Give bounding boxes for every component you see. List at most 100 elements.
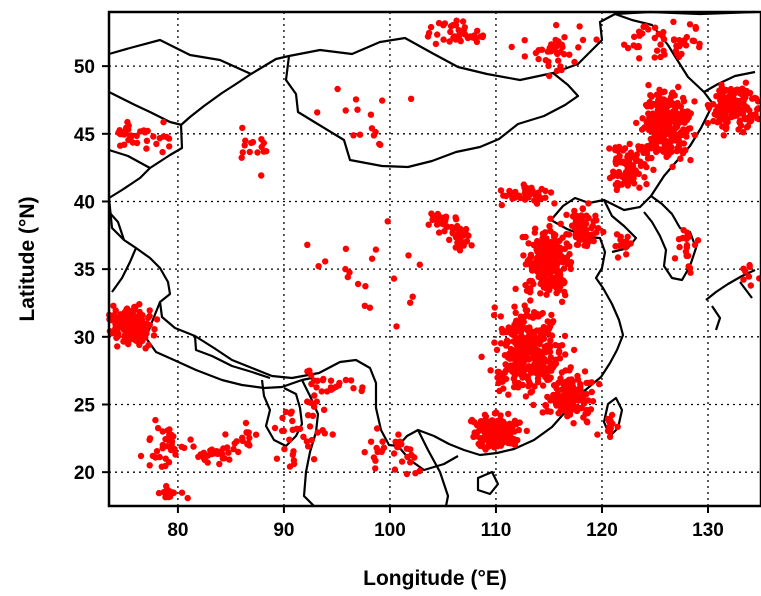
scatter-point	[482, 413, 490, 420]
scatter-point	[249, 138, 257, 146]
scatter-point	[531, 360, 538, 368]
scatter-point	[651, 34, 658, 42]
scatter-point	[279, 414, 286, 422]
scatter-point	[521, 342, 528, 350]
scatter-point	[621, 177, 629, 185]
scatter-point	[407, 459, 414, 466]
scatter-point	[451, 33, 458, 40]
scatter-point	[222, 431, 229, 438]
scatter-point	[651, 24, 659, 31]
scatter-point	[124, 326, 132, 334]
scatter-point	[560, 277, 567, 284]
scatter-point	[661, 88, 668, 95]
scatter-point	[395, 431, 402, 438]
scatter-point	[121, 141, 128, 148]
scatter-point	[552, 360, 560, 367]
scatter-point	[390, 275, 398, 282]
scatter-point	[563, 211, 570, 218]
y-tick-label: 25	[74, 395, 96, 416]
scatter-point	[543, 291, 550, 298]
scatter-point	[373, 425, 381, 432]
scatter-point	[239, 149, 246, 156]
scatter-point	[178, 489, 186, 496]
scatter-point	[527, 190, 534, 198]
scatter-point	[632, 157, 640, 165]
scatter-point	[704, 119, 711, 127]
scatter-point	[246, 148, 253, 156]
scatter-point	[160, 118, 167, 126]
scatter-point	[589, 231, 596, 238]
scatter-point	[454, 222, 461, 230]
scatter-point	[584, 239, 591, 246]
scatter-point	[560, 265, 568, 272]
scatter-point	[608, 411, 616, 419]
scatter-point	[497, 313, 504, 320]
scatter-point	[588, 224, 595, 232]
scatter-point	[685, 263, 692, 270]
scatter-point	[640, 23, 647, 30]
scatter-point	[613, 155, 620, 162]
scatter-point	[550, 239, 557, 246]
scatter-point	[651, 126, 659, 134]
scatter-point	[684, 108, 691, 115]
scatter-point	[136, 308, 143, 316]
scatter-point	[494, 374, 501, 381]
scatter-point	[691, 98, 698, 105]
scatter-point	[567, 388, 574, 395]
scatter-point	[650, 166, 657, 173]
scatter-point	[354, 280, 362, 288]
scatter-point	[457, 37, 464, 45]
scatter-point	[282, 408, 290, 416]
scatter-point	[746, 89, 754, 97]
scatter-point	[491, 304, 498, 311]
scatter-point	[607, 417, 614, 424]
scatter-point	[511, 441, 518, 448]
scatter-point	[562, 378, 570, 385]
scatter-point	[579, 36, 587, 44]
scatter-point	[660, 96, 667, 103]
scatter-point	[500, 192, 507, 199]
scatter-point	[447, 28, 454, 36]
scatter-point	[523, 184, 530, 192]
scatter-point	[461, 24, 468, 31]
scatter-point	[687, 125, 694, 132]
scatter-point	[384, 218, 391, 225]
scatter-point	[623, 251, 630, 258]
scatter-point	[303, 438, 310, 445]
scatter-point	[567, 407, 574, 415]
scatter-point	[614, 423, 621, 430]
scatter-point	[304, 398, 311, 405]
scatter-point	[660, 47, 667, 54]
scatter-point	[537, 290, 544, 297]
scatter-point	[547, 215, 554, 222]
scatter-point	[673, 42, 680, 50]
scatter-point	[480, 421, 487, 428]
scatter-point	[513, 420, 520, 428]
scatter-point	[110, 312, 118, 319]
scatter-point	[752, 111, 759, 118]
scatter-point	[455, 235, 462, 242]
scatter-point	[540, 326, 547, 334]
scatter-point	[558, 395, 566, 402]
scatter-point	[687, 269, 694, 276]
scatter-point	[372, 457, 379, 464]
scatter-point	[574, 372, 581, 380]
scatter-point	[577, 383, 584, 390]
scatter-point	[747, 118, 754, 125]
scatter-point	[694, 237, 702, 244]
plot-frame	[107, 10, 761, 508]
scatter-point	[334, 85, 341, 93]
scatter-point	[557, 375, 564, 382]
scatter-point	[637, 162, 645, 169]
scatter-point	[656, 86, 663, 94]
scatter-point	[433, 221, 441, 228]
scatter-point	[502, 361, 510, 369]
scatter-point	[446, 236, 453, 243]
scatter-point	[660, 28, 667, 36]
scatter-point	[497, 412, 504, 419]
scatter-point	[319, 377, 327, 384]
scatter-point	[551, 232, 558, 239]
scatter-point	[542, 229, 549, 236]
scatter-point	[620, 159, 628, 167]
